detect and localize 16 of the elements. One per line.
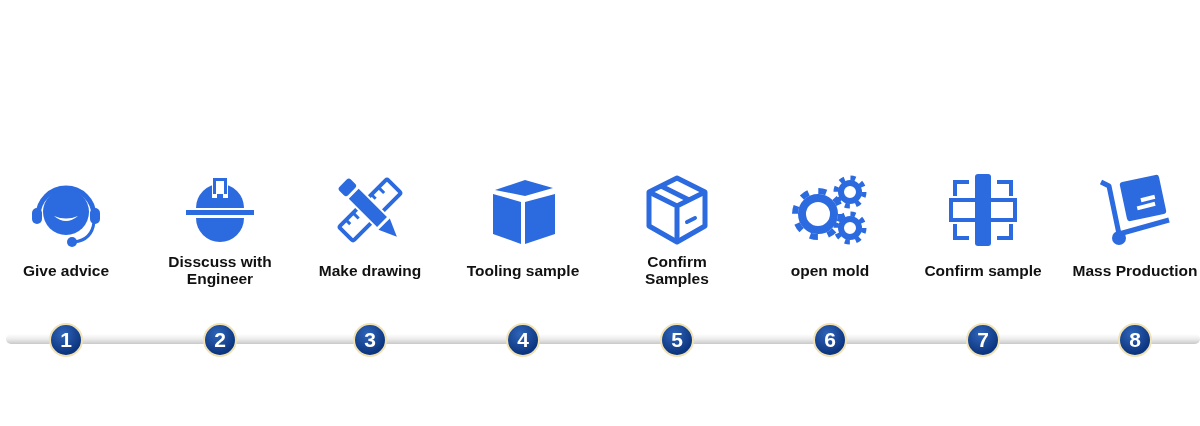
step-number-circle: 4: [506, 323, 540, 357]
step-number-circle: 2: [203, 323, 237, 357]
step-number-circle: 1: [49, 323, 83, 357]
step-number-circle: 6: [813, 323, 847, 357]
step-label: Give advice: [22, 261, 110, 279]
step-number-circle: 5: [660, 323, 694, 357]
step-label: Tooling sample: [466, 261, 580, 279]
step-label: Confirm Samples: [644, 253, 710, 287]
step-label: Make drawing: [318, 261, 422, 279]
step-label: Confirm sample: [924, 261, 1042, 279]
step-number-circle: 8: [1118, 323, 1152, 357]
step-number-circle: 7: [966, 323, 1000, 357]
step-label: Disscuss with Engineer: [167, 253, 273, 287]
step-label: open mold: [790, 261, 870, 279]
step-label: Mass Production: [1072, 261, 1198, 279]
step-number-circle: 3: [353, 323, 387, 357]
